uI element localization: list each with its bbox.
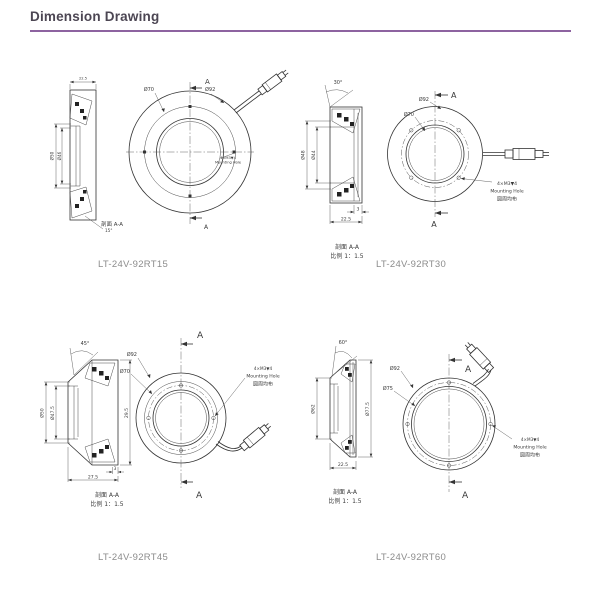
dim-label: Ø70 [144,86,154,93]
dim-label: Ø92 [419,96,429,103]
cable-and-connector [215,423,271,452]
drawing-rt15: 22.5 Ø50 Ø46 15° 剖面 A-A A A Ø70 Ø92 4×M3… [35,68,305,243]
dim-label: Ø50 [50,151,55,160]
dim-label: 3 [357,207,360,213]
rt15-side-view: 22.5 Ø50 Ø46 15° 剖面 A-A [50,77,124,234]
section-marker-top: A [205,78,210,86]
note-line: Mounting Hole [490,189,524,195]
angle-label: 15° [105,228,112,233]
model-label-rt60: LT-24V-92RT60 [375,552,447,563]
note-line: 4×M3▼4 [521,437,540,442]
section-marker-bottom: A [462,491,469,501]
angle-label: 45° [81,341,90,347]
dim-label: Ø46 [57,151,62,160]
mounting-note: 4×M3▼4 Mounting Hole 圆周均布 [491,425,547,459]
section-marker-bottom: A [196,491,203,501]
note-line: 圆周均布 [520,452,540,459]
section-marker-top: A [465,365,472,375]
dim-label: Ø47.5 [49,406,56,420]
dim-label: Ø62 [310,404,317,414]
dim-label: Ø92 [127,351,137,358]
rt30-drawing-svg: 30° Ø48 Ø44 3 22.5 剖面 A-A 比例 1：1.5 A A Ø… [300,80,549,260]
note-line: Mounting Hole [246,374,280,380]
drawing-rt45: 45° Ø50 Ø47.5 29.5 3 27.5 剖面 A-A 比例 1：1.… [30,320,310,510]
cable-and-connector [233,69,289,114]
model-label-rt30: LT-24V-92RT30 [375,259,447,270]
page-title: Dimension Drawing [30,9,160,24]
rt15-front-view: A A Ø70 Ø92 4×M3▼4 Mounting Hole [126,69,289,231]
note-line: 4×M3▼4 [220,156,236,160]
rt45-front-view: A A Ø92 Ø70 4×M3▼4 Mounting Hole 圆周均布 [120,331,280,501]
mounting-note: 4×M3▼4 Mounting Hole 圆周均布 [460,177,524,203]
rt60-drawing-svg: 60° Ø62 Ø77.5 22.5 剖面 A-A 比例 1：1.5 A A Ø… [310,340,547,505]
model-label-rt15: LT-24V-92RT15 [97,259,169,270]
rt30-side-view: 30° Ø48 Ø44 3 22.5 剖面 A-A 比例 1：1.5 [300,80,369,260]
dim-label: Ø70 [404,111,414,118]
note-line: 圆周均布 [253,381,273,388]
scale-label: 比例 1：1.5 [330,252,363,260]
cable-and-connector [483,148,549,160]
section-marker-bottom: A [204,224,209,231]
dim-label: Ø77.5 [364,402,371,416]
section-label: 剖面 A-A [95,491,120,499]
section-marker-top: A [451,91,457,100]
angle-label: 60° [339,340,348,346]
section-marker-bottom: A [431,220,437,229]
mounting-note: 4×M3▼4 Mounting Hole 圆周均布 [214,366,280,417]
mounting-note: 4×M3▼4 Mounting Hole [215,152,242,165]
dim-label: Ø44 [310,150,317,160]
dim-label: Ø92 [205,86,215,93]
drawing-rt60: 60° Ø62 Ø77.5 22.5 剖面 A-A 比例 1：1.5 A A Ø… [305,320,595,510]
note-line: 4×M3▼4 [497,181,517,187]
scale-label: 比例 1：1.5 [90,500,123,508]
cable-and-connector [464,342,495,387]
dim-label: Ø50 [39,408,46,418]
note-line: 4×M3▼4 [254,366,273,371]
model-label-rt45: LT-24V-92RT45 [97,552,169,563]
dim-label: Ø75 [383,385,393,392]
rt60-front-view: A A Ø92 Ø75 4×M3▼4 Mounting Hole 圆周均布 [383,342,547,501]
note-line: Mounting Hole [513,445,547,451]
rt45-side-view: 45° Ø50 Ø47.5 29.5 3 27.5 剖面 A-A 比例 1：1.… [39,341,132,508]
note-line: Mounting Hole [215,161,242,165]
dim-label: Ø92 [390,365,400,372]
rt15-drawing-svg: 22.5 Ø50 Ø46 15° 剖面 A-A A A Ø70 Ø92 4×M3… [50,69,289,234]
drawing-rt30: 30° Ø48 Ø44 3 22.5 剖面 A-A 比例 1：1.5 A A Ø… [295,65,595,265]
dim-label: 3 [114,466,117,471]
dim-label: 29.5 [124,408,130,418]
dim-label: Ø70 [120,368,130,375]
rt60-side-view: 60° Ø62 Ø77.5 22.5 剖面 A-A 比例 1：1.5 [310,340,373,505]
section-label: 剖面 A-A [335,243,360,251]
dim-label: 22.5 [79,77,87,81]
dim-label: Ø48 [300,150,307,160]
dim-label: 22.5 [341,217,351,223]
note-line: 圆周均布 [497,196,517,203]
rt30-front-view: A A Ø92 Ø70 4×M3▼4 Mounting Hole 圆周均布 [387,91,549,229]
rt45-drawing-svg: 45° Ø50 Ø47.5 29.5 3 27.5 剖面 A-A 比例 1：1.… [39,331,280,508]
scale-label: 比例 1：1.5 [328,497,361,505]
dim-label: 27.5 [88,475,98,481]
section-marker-top: A [197,331,204,341]
section-label: 剖面 A-A [333,488,358,496]
dim-label: 22.5 [338,462,348,468]
angle-label: 30° [334,80,343,86]
title-underline [30,30,571,32]
section-label: 剖面 A-A [101,220,123,228]
